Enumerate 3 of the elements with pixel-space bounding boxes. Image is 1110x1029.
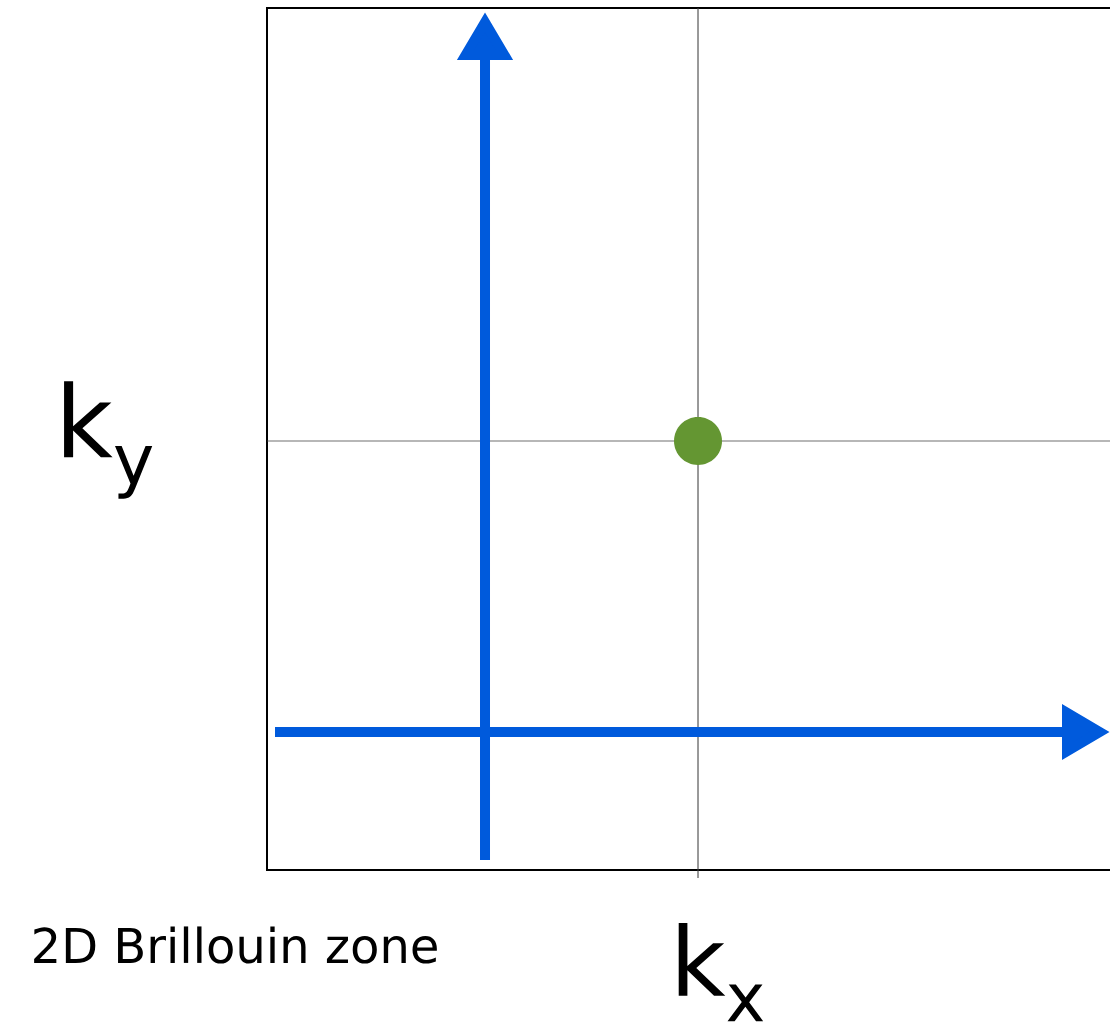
axis-label: 2D Brillouin zone — [34, 926, 437, 964]
axis-label: k$_{y}$ — [64, 381, 153, 499]
axis-label: k$_{x}$ — [678, 922, 764, 1022]
